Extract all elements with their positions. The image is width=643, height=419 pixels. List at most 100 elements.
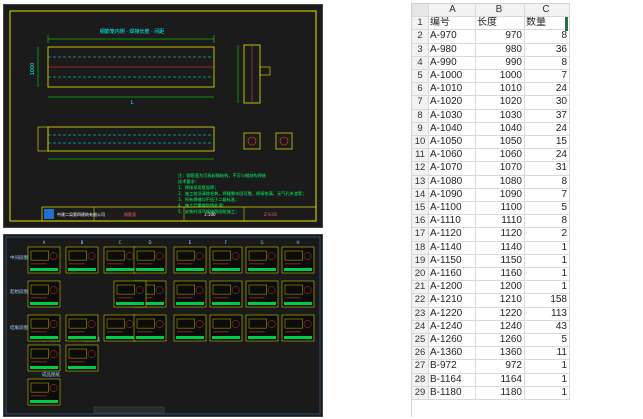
cell-length[interactable]: 1100 [476, 202, 525, 216]
row-number[interactable]: 6 [412, 83, 429, 97]
cell-length[interactable]: 1050 [476, 136, 525, 150]
cell-id[interactable]: A-1060 [429, 149, 476, 163]
drawing-thumbnail[interactable] [245, 246, 279, 274]
cad-drawing-main[interactable]: 钢筋笼内侧 · 焊接长度 · 间距 1000 L 注：钢筋笼为可拆卸钢结构，不可… [3, 4, 323, 228]
cell-id[interactable]: A-1070 [429, 162, 476, 176]
drawing-thumbnail[interactable] [27, 378, 61, 406]
cell-length[interactable]: 1160 [476, 268, 525, 282]
cell-quantity[interactable]: 8 [525, 175, 570, 189]
row-number[interactable]: 12 [412, 162, 429, 176]
cell-length[interactable]: 970 [476, 30, 525, 44]
cell-quantity[interactable]: 158 [525, 294, 570, 308]
cell-length[interactable]: 1180 [476, 386, 525, 400]
cell-id[interactable]: A-1030 [429, 109, 476, 123]
cell-quantity[interactable]: 36 [525, 43, 570, 57]
row-number[interactable]: 2 [412, 30, 429, 44]
cell-id[interactable]: A-1210 [429, 294, 476, 308]
drawing-thumbnail[interactable] [245, 314, 279, 342]
row-number[interactable]: 20 [412, 268, 429, 282]
cell-quantity[interactable]: 7 [525, 70, 570, 84]
cell-id[interactable]: A-1010 [429, 83, 476, 97]
drawing-thumbnail[interactable] [27, 344, 61, 372]
cell-length[interactable]: 1090 [476, 188, 525, 202]
cell-quantity[interactable]: 43 [525, 320, 570, 334]
drawing-thumbnail[interactable] [65, 314, 99, 342]
drawing-thumbnail[interactable] [103, 314, 137, 342]
cell-id[interactable]: A-1050 [429, 136, 476, 150]
cell-quantity[interactable]: 24 [525, 83, 570, 97]
cell-id[interactable]: A-1090 [429, 188, 476, 202]
drawing-thumbnail[interactable] [173, 314, 207, 342]
drawing-thumbnail[interactable] [27, 314, 61, 342]
cell-quantity[interactable]: 2 [525, 228, 570, 242]
row-number[interactable]: 4 [412, 56, 429, 70]
cell-quantity[interactable]: 15 [525, 136, 570, 150]
cell-length[interactable]: 1060 [476, 149, 525, 163]
cell-id[interactable]: A-1120 [429, 228, 476, 242]
row-number[interactable]: 28 [412, 373, 429, 387]
drawing-thumbnail[interactable] [209, 314, 243, 342]
row-number[interactable]: 24 [412, 320, 429, 334]
cell-length[interactable]: 1000 [476, 70, 525, 84]
cell-quantity[interactable]: 1 [525, 281, 570, 295]
row-number[interactable]: 25 [412, 334, 429, 348]
drawing-thumbnail[interactable] [113, 280, 147, 308]
cell-id[interactable]: A-970 [429, 30, 476, 44]
drawing-thumbnail[interactable] [65, 246, 99, 274]
cell-quantity[interactable]: 1 [525, 241, 570, 255]
column-header[interactable]: C [525, 4, 570, 18]
drawing-thumbnail[interactable] [133, 314, 167, 342]
cell-quantity[interactable]: 24 [525, 122, 570, 136]
cell-length[interactable]: 1360 [476, 347, 525, 361]
row-number[interactable]: 29 [412, 386, 429, 400]
drawing-thumbnail[interactable] [133, 246, 167, 274]
cell-length[interactable]: 1120 [476, 228, 525, 242]
row-number[interactable]: 23 [412, 307, 429, 321]
cell-length[interactable]: 1240 [476, 320, 525, 334]
cell-id[interactable]: A-1110 [429, 215, 476, 229]
cell-quantity[interactable]: 8 [525, 30, 570, 44]
cell-length[interactable]: 972 [476, 360, 525, 374]
cell-quantity[interactable]: 5 [525, 202, 570, 216]
cell-length[interactable]: 1010 [476, 83, 525, 97]
cell-quantity[interactable]: 30 [525, 96, 570, 110]
row-number[interactable]: 13 [412, 175, 429, 189]
cell-length[interactable]: 1040 [476, 122, 525, 136]
cell-length[interactable]: 1140 [476, 241, 525, 255]
cell-quantity[interactable]: 1 [525, 254, 570, 268]
cell-quantity[interactable]: 31 [525, 162, 570, 176]
cell-length[interactable]: 1210 [476, 294, 525, 308]
cell-id[interactable]: A-1200 [429, 281, 476, 295]
cell-id[interactable]: A-1220 [429, 307, 476, 321]
drawing-thumbnail[interactable] [173, 280, 207, 308]
cell-quantity[interactable]: 1 [525, 360, 570, 374]
cell-quantity[interactable]: 37 [525, 109, 570, 123]
cell-length[interactable]: 1200 [476, 281, 525, 295]
cell-quantity[interactable]: 1 [525, 386, 570, 400]
cell-id[interactable]: A-1150 [429, 254, 476, 268]
cell-quantity[interactable]: 5 [525, 334, 570, 348]
drawing-thumbnail[interactable] [103, 246, 137, 274]
cell-length[interactable]: 990 [476, 56, 525, 70]
cell-length[interactable]: 1030 [476, 109, 525, 123]
row-number[interactable]: 17 [412, 228, 429, 242]
cell-length[interactable]: 1020 [476, 96, 525, 110]
row-number[interactable]: 11 [412, 149, 429, 163]
cell-id[interactable]: B-1164 [429, 373, 476, 387]
select-all-corner[interactable] [412, 4, 429, 18]
cell-id[interactable]: B-972 [429, 360, 476, 374]
row-number[interactable]: 8 [412, 109, 429, 123]
column-header[interactable]: B [476, 4, 525, 18]
header-cell[interactable]: 数量 [525, 17, 570, 31]
cell-quantity[interactable]: 113 [525, 307, 570, 321]
row-number[interactable]: 5 [412, 70, 429, 84]
drawing-thumbnail[interactable] [173, 246, 207, 274]
drawing-thumbnail[interactable] [209, 280, 243, 308]
row-number[interactable]: 10 [412, 136, 429, 150]
row-number[interactable]: 22 [412, 294, 429, 308]
drawing-thumbnail[interactable] [27, 280, 61, 308]
drawing-thumbnail[interactable] [281, 246, 315, 274]
cell-id[interactable]: A-990 [429, 56, 476, 70]
row-number[interactable]: 19 [412, 254, 429, 268]
